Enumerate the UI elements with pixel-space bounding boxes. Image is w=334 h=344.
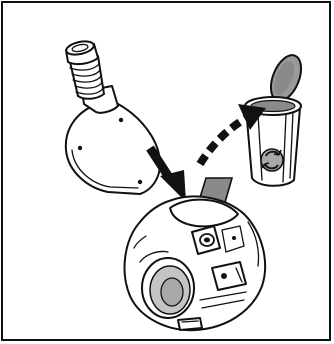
recycle-icon (261, 149, 283, 171)
used-cartridge-icon (65, 39, 160, 194)
device-body-icon (125, 196, 266, 330)
